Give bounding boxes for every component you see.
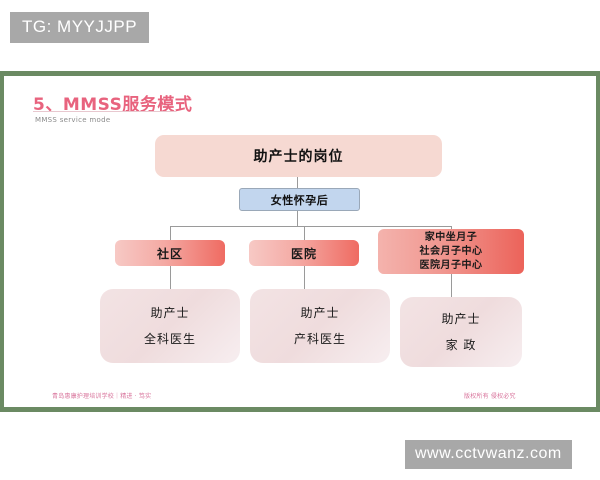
connector-branch-1 bbox=[304, 226, 305, 240]
connector-leaf-1 bbox=[304, 266, 305, 289]
node-roles-community[interactable]: 助产士 全科医生 bbox=[100, 289, 240, 363]
node-roles-confinement-line-2: 家 政 bbox=[445, 338, 477, 352]
decorative-bar-left bbox=[0, 71, 4, 412]
connector-horizontal-bus bbox=[170, 226, 451, 227]
footer-school-name: 青岛惠康护理培训学校｜精进 · 笃实 bbox=[52, 393, 152, 400]
node-roles-confinement-line-1: 助产士 bbox=[441, 312, 481, 326]
node-category-confinement-line-3: 医院月子中心 bbox=[419, 259, 483, 271]
watermark-bottom-right: www.cctvwanz.com bbox=[405, 440, 572, 469]
node-roles-hospital-line-2: 产科医生 bbox=[293, 332, 346, 346]
node-category-community[interactable]: 社区 bbox=[115, 240, 225, 266]
node-roles-community-line-2: 全科医生 bbox=[143, 332, 196, 346]
node-condition-pregnancy[interactable]: 女性怀孕后 bbox=[239, 188, 360, 211]
page-subtitle: MMSS service mode bbox=[35, 116, 111, 124]
page-title: 5、MMSS服务模式 bbox=[33, 95, 193, 115]
node-category-confinement[interactable]: 家中坐月子 社会月子中心 医院月子中心 bbox=[378, 229, 524, 274]
node-roles-hospital-line-1: 助产士 bbox=[300, 306, 340, 320]
node-root-label: 助产士的岗位 bbox=[253, 149, 344, 165]
node-root-position[interactable]: 助产士的岗位 bbox=[155, 135, 442, 177]
connector-leaf-2 bbox=[451, 274, 452, 297]
node-category-community-label: 社区 bbox=[156, 246, 183, 261]
watermark-top-left: TG: MYYJJPP bbox=[10, 12, 150, 43]
slide-canvas: 5、MMSS服务模式 MMSS service mode 助产士的岗位 女性怀孕… bbox=[0, 60, 600, 415]
node-roles-community-line-1: 助产士 bbox=[150, 306, 190, 320]
connector-root-to-condition bbox=[297, 177, 298, 188]
connector-leaf-0 bbox=[170, 266, 171, 289]
node-category-confinement-line-1: 家中坐月子 bbox=[424, 231, 478, 243]
title-underline bbox=[33, 111, 176, 112]
node-roles-confinement[interactable]: 助产士 家 政 bbox=[400, 297, 522, 367]
decorative-bar-top bbox=[0, 71, 600, 76]
decorative-bar-right bbox=[596, 71, 600, 412]
node-category-hospital[interactable]: 医院 bbox=[249, 240, 359, 266]
connector-branch-2 bbox=[451, 226, 452, 229]
connector-condition-drop bbox=[297, 211, 298, 226]
decorative-bar-bottom bbox=[0, 407, 600, 412]
connector-branch-0 bbox=[170, 226, 171, 240]
footer-copyright: 版权所有 侵权必究 bbox=[464, 393, 516, 400]
node-condition-label: 女性怀孕后 bbox=[270, 193, 329, 207]
node-category-hospital-label: 医院 bbox=[290, 246, 317, 261]
node-roles-hospital[interactable]: 助产士 产科医生 bbox=[250, 289, 390, 363]
node-category-confinement-line-2: 社会月子中心 bbox=[419, 245, 483, 257]
